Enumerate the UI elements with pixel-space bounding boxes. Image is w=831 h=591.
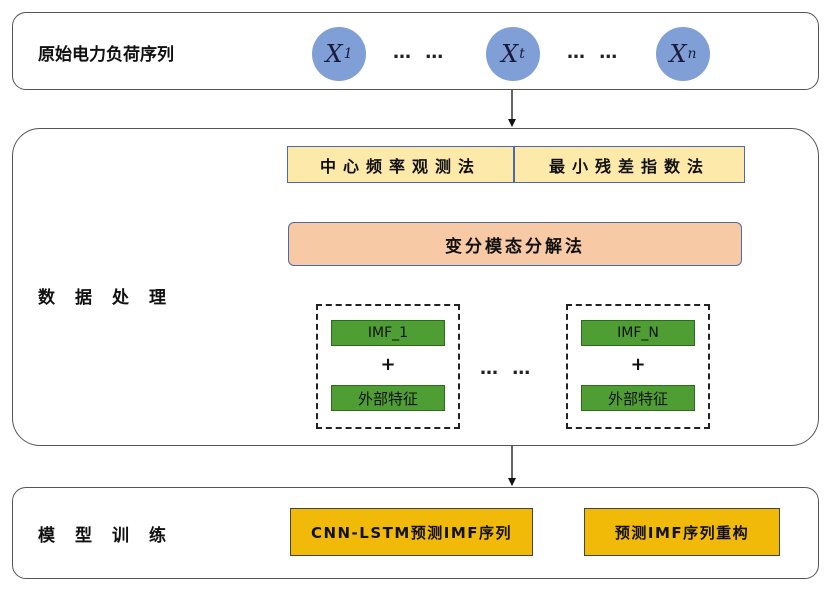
data-processing-title: 数据处理	[38, 288, 186, 308]
raw-series-title: 原始电力负荷序列	[38, 45, 174, 65]
imf-1-box: IMF_1	[331, 320, 445, 346]
reconstruction-box: 预测IMF序列重构	[584, 508, 780, 556]
imf-n-box: IMF_N	[581, 320, 695, 346]
cnn-lstm-box: CNN-LSTM预测IMF序列	[290, 508, 533, 556]
min-residual-method-box: 最小残差指数法	[514, 146, 745, 183]
plus-sign: +	[630, 354, 646, 375]
ellipsis-2: … …	[567, 42, 622, 63]
external-feature-box: 外部特征	[331, 385, 445, 411]
ellipsis-1: … …	[393, 42, 448, 63]
plus-sign: +	[380, 354, 396, 375]
imf-group-1: IMF_1 + 外部特征	[316, 304, 460, 429]
ellipsis-groups: … …	[480, 358, 535, 379]
model-training-title: 模型训练	[38, 526, 186, 546]
external-feature-box: 外部特征	[581, 385, 695, 411]
vmd-box: 变分模态分解法	[288, 222, 742, 266]
center-frequency-method-box: 中心频率观测法	[287, 146, 514, 183]
imf-group-n: IMF_N + 外部特征	[566, 304, 710, 429]
